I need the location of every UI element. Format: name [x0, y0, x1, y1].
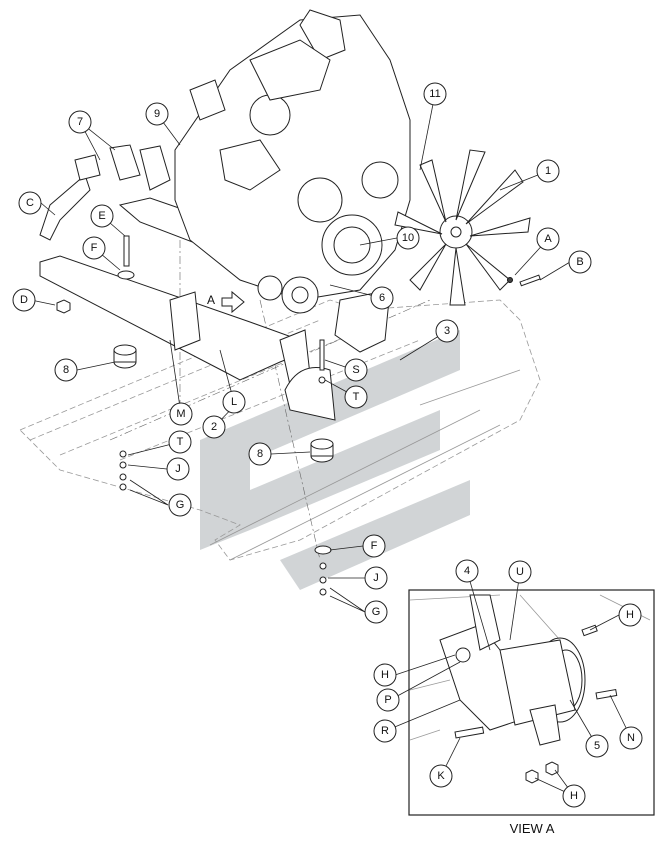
view-a-caption: VIEW A: [510, 821, 555, 836]
svg-text:C: C: [26, 197, 34, 209]
callout-E: E: [90, 204, 114, 228]
svg-text:H: H: [626, 609, 634, 621]
svg-text:P: P: [384, 694, 391, 706]
svg-text:2: 2: [211, 421, 217, 433]
callout-J-right: J: [364, 566, 388, 590]
svg-text:T: T: [177, 436, 184, 448]
engine-assembly: [174, 9, 411, 314]
callout-U: U: [508, 560, 532, 584]
callout-9: 9: [145, 102, 169, 126]
callout-H-bottom: H: [562, 784, 586, 808]
callout-1: 1: [536, 159, 560, 183]
svg-text:8: 8: [257, 448, 263, 460]
svg-text:T: T: [353, 391, 360, 403]
cooling-fan: [394, 149, 531, 306]
svg-text:A: A: [544, 233, 552, 245]
callout-F-upper: F: [82, 236, 106, 260]
callout-G-left: G: [168, 493, 192, 517]
callout-8-lower: 8: [248, 442, 272, 466]
mounting-brackets: [39, 144, 171, 241]
callout-10: 10: [396, 226, 420, 250]
callout-11: 11: [423, 82, 447, 106]
callout-K: K: [429, 764, 453, 788]
callout-P: P: [376, 688, 400, 712]
svg-text:9: 9: [154, 108, 160, 120]
svg-text:H: H: [381, 669, 389, 681]
svg-text:H: H: [570, 790, 578, 802]
callout-J-left: J: [166, 457, 190, 481]
rubber-mounts: [113, 344, 334, 463]
svg-text:11: 11: [429, 88, 440, 100]
svg-text:4: 4: [464, 565, 470, 577]
callout-M: M: [169, 402, 193, 426]
callout-N: N: [619, 726, 643, 750]
svg-text:B: B: [576, 256, 583, 268]
svg-text:1: 1: [545, 165, 551, 177]
callout-A: A: [536, 227, 560, 251]
svg-text:G: G: [372, 606, 381, 618]
svg-text:10: 10: [402, 232, 414, 244]
callout-8-upper: 8: [54, 358, 78, 382]
callout-4: 4: [455, 559, 479, 583]
svg-text:7: 7: [77, 116, 83, 128]
callout-S: S: [344, 358, 368, 382]
callout-F-lower: F: [362, 534, 386, 558]
callout-B: B: [568, 250, 592, 274]
callout-R: R: [373, 719, 397, 743]
callout-T-right: T: [344, 385, 368, 409]
callout-7: 7: [68, 110, 92, 134]
callout-6: 6: [370, 286, 394, 310]
svg-text:G: G: [176, 499, 185, 511]
callout-G-right: G: [364, 600, 388, 624]
svg-text:5: 5: [594, 740, 600, 752]
svg-text:F: F: [371, 540, 378, 552]
svg-text:F: F: [91, 242, 98, 254]
view-a-arrow: A: [207, 290, 245, 314]
callout-H-left: H: [373, 663, 397, 687]
svg-text:6: 6: [379, 292, 385, 304]
callout-L: L: [222, 390, 246, 414]
svg-text:J: J: [373, 572, 379, 584]
svg-text:E: E: [98, 210, 105, 222]
callout-T-left: T: [168, 430, 192, 454]
svg-text:M: M: [176, 408, 185, 420]
svg-text:R: R: [381, 725, 389, 737]
view-a-arrow-label: A: [207, 293, 215, 307]
view-a-inset: VIEW A: [408, 589, 655, 836]
svg-text:U: U: [516, 566, 524, 578]
callout-3: 3: [435, 319, 459, 343]
svg-text:3: 3: [444, 325, 450, 337]
callout-5: 5: [585, 734, 609, 758]
svg-text:J: J: [175, 463, 181, 475]
svg-text:8: 8: [63, 364, 69, 376]
svg-text:S: S: [352, 364, 359, 376]
svg-text:L: L: [231, 396, 237, 408]
callout-2: 2: [202, 415, 226, 439]
svg-text:D: D: [20, 294, 28, 306]
svg-text:K: K: [437, 770, 445, 782]
fastener-hardware: [56, 235, 541, 596]
svg-text:N: N: [627, 732, 635, 744]
callout-D: D: [12, 288, 36, 312]
callout-H-top: H: [618, 603, 642, 627]
callout-C: C: [18, 191, 42, 215]
